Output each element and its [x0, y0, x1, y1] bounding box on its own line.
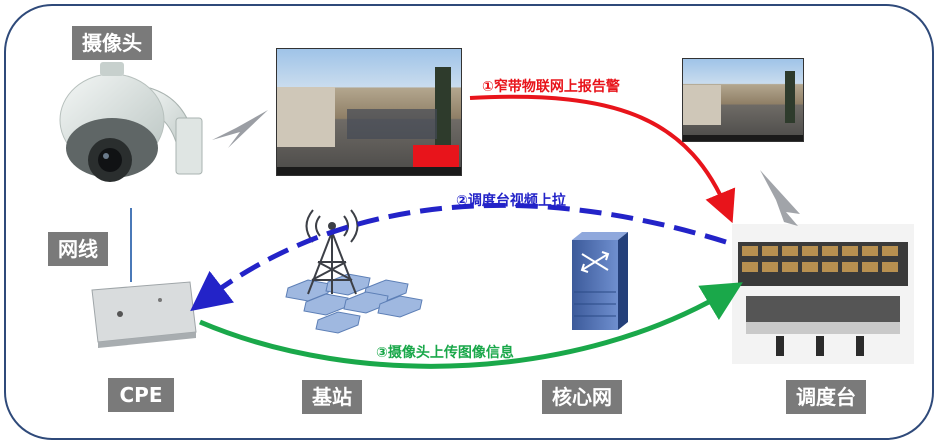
upload-image-flow-caption: ③摄像头上传图像信息 [376, 345, 514, 361]
pull-video-flow-arrow [190, 202, 727, 312]
camera-illustration [59, 62, 203, 182]
street-photo-small [682, 58, 804, 142]
cable-label: 网线 [48, 232, 108, 266]
pull-video-flow-caption: ②调度台视频上拉 [456, 193, 566, 209]
photo-to-dispatch-arrow [760, 170, 800, 226]
dispatch-label: 调度台 [786, 380, 866, 414]
core-network-label: 核心网 [542, 380, 622, 414]
street-photo-large [276, 48, 462, 176]
base-station-label: 基站 [302, 380, 362, 414]
alarm-flow-arrow [469, 94, 736, 224]
photo-to-camera-arrow [212, 110, 268, 148]
cpe-illustration [91, 281, 197, 348]
camera-label: 摄像头 [72, 26, 152, 60]
cpe-label: CPE [108, 378, 174, 412]
alarm-flow-caption: ①窄带物联网上报告警 [482, 79, 620, 95]
upload-image-flow-arrow [199, 282, 743, 369]
dispatch-illustration [732, 224, 914, 364]
core-network-illustration [572, 232, 628, 330]
base-station-illustration [285, 209, 423, 334]
